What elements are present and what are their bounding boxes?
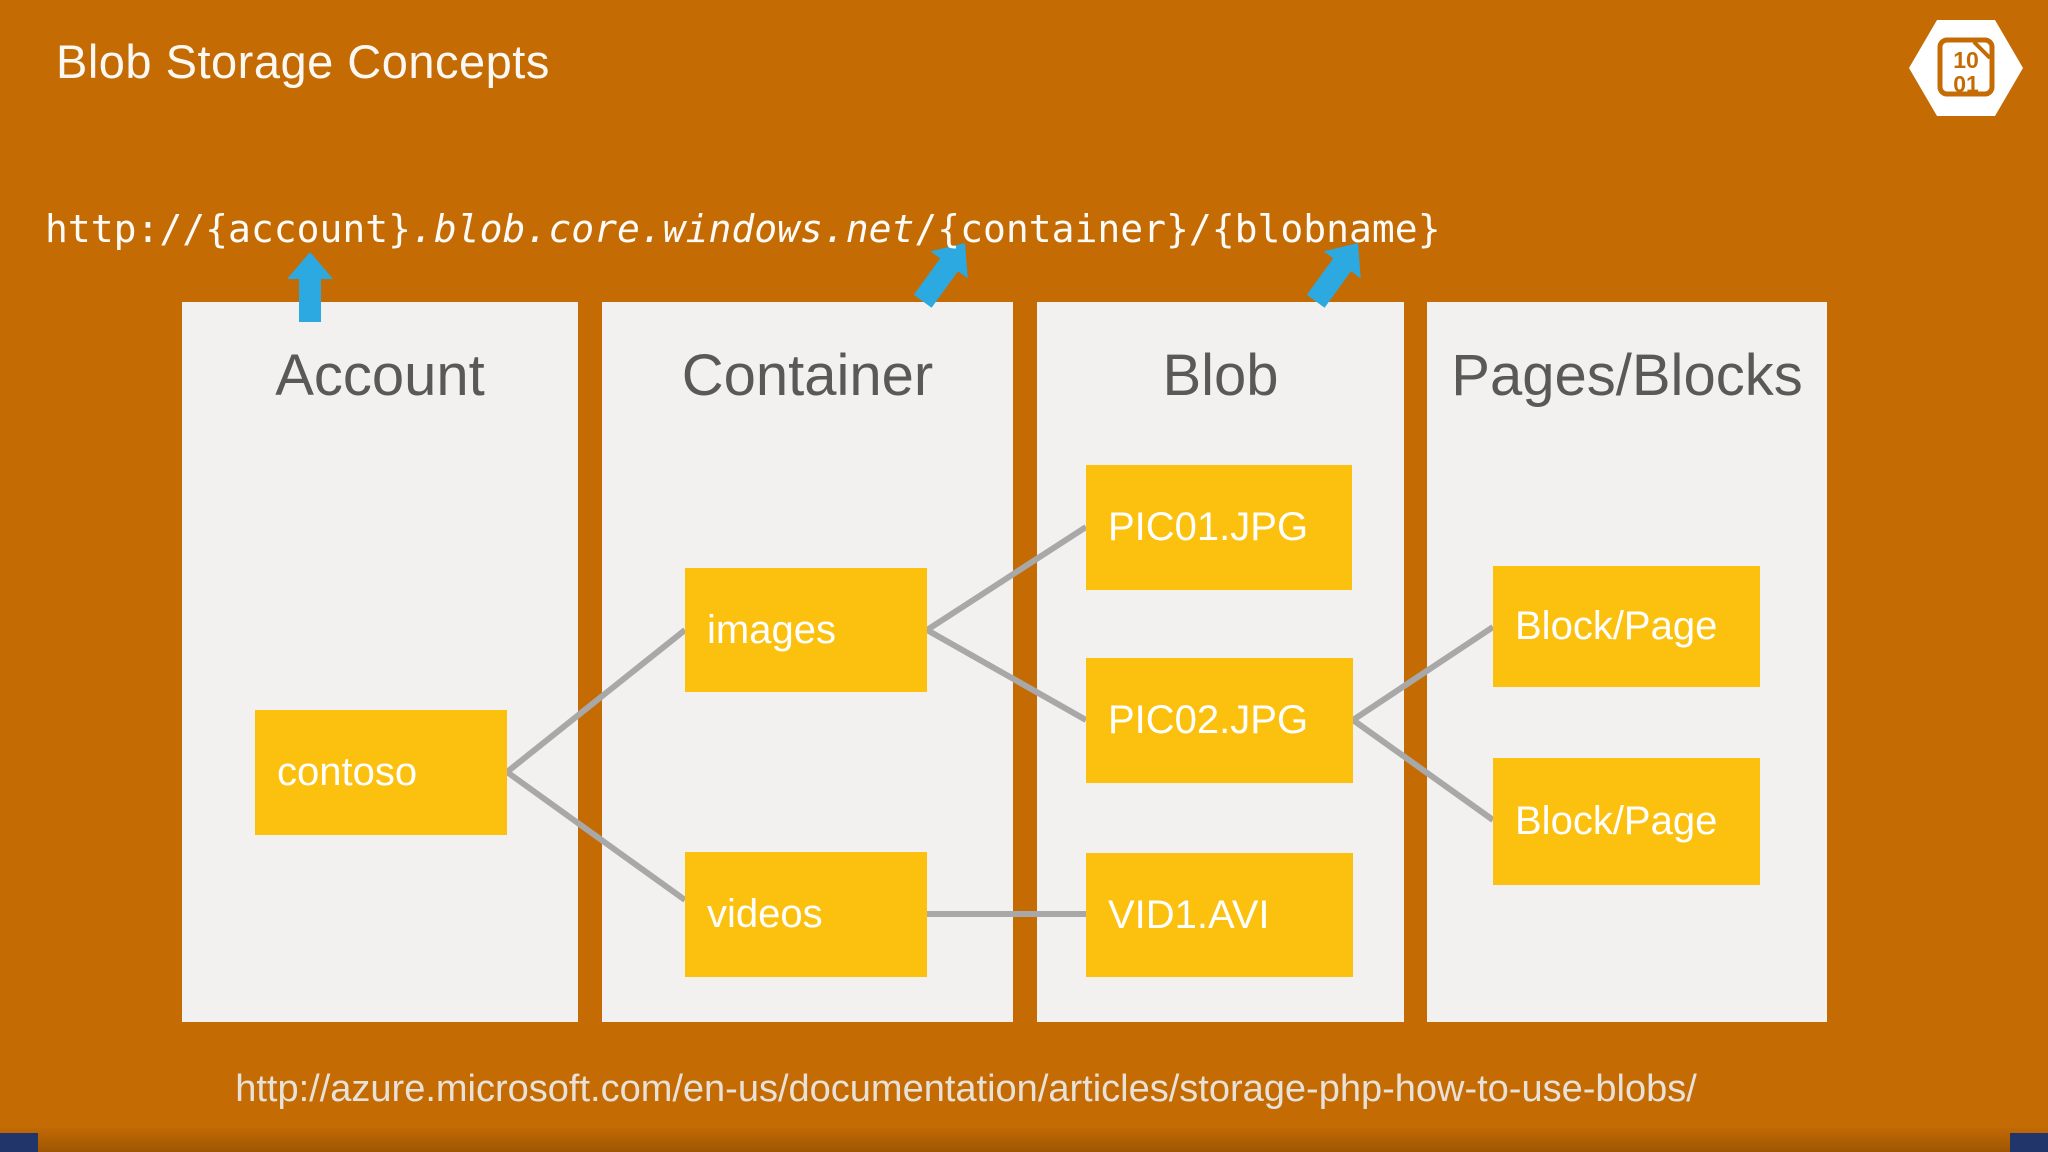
node-pic02: PIC02.JPG <box>1086 658 1353 783</box>
node-images-label: images <box>707 607 836 652</box>
bottom-left-corner-mark <box>0 1133 38 1152</box>
column-container-label: Container <box>681 343 934 408</box>
node-pic01: PIC01.JPG <box>1086 465 1352 590</box>
node-vid1: VID1.AVI <box>1086 853 1353 977</box>
source-url: http://azure.microsoft.com/en-us/documen… <box>235 1068 1697 1110</box>
url-segment-domain: .blob.core.windows.net <box>411 207 915 251</box>
url-segment-account: http://{account} <box>45 207 412 251</box>
node-blockpage-1: Block/Page <box>1493 566 1760 687</box>
node-videos: videos <box>685 852 927 977</box>
icon-binary-line1: 10 <box>1953 47 1979 73</box>
page-title: Blob Storage Concepts <box>56 35 550 88</box>
node-pic02-label: PIC02.JPG <box>1108 698 1309 742</box>
binary-document-hexagon-icon: 10 01 <box>1909 20 2023 116</box>
column-pages-blocks-label: Pages/Blocks <box>1451 343 1803 408</box>
node-blockpage-1-label: Block/Page <box>1515 604 1718 648</box>
node-pic01-label: PIC01.JPG <box>1108 505 1309 549</box>
node-contoso: contoso <box>255 710 507 835</box>
node-blockpage-2-label: Block/Page <box>1515 799 1718 843</box>
blob-url-pattern: http://{account}.blob.core.windows.net/{… <box>45 203 1441 255</box>
node-contoso-label: contoso <box>277 750 418 794</box>
url-segment-container-blob: /{container}/{blobname} <box>914 207 1441 251</box>
node-vid1-label: VID1.AVI <box>1108 892 1270 937</box>
bottom-edge-shading <box>0 1126 2048 1152</box>
column-blob-label: Blob <box>1162 343 1279 408</box>
node-images: images <box>685 568 927 692</box>
bottom-right-corner-mark <box>2010 1133 2048 1152</box>
node-blockpage-2: Block/Page <box>1493 758 1760 885</box>
node-videos-label: videos <box>707 892 823 936</box>
column-account: Account <box>182 302 578 1022</box>
icon-binary-line2: 01 <box>1953 71 1979 97</box>
column-account-label: Account <box>275 343 485 408</box>
